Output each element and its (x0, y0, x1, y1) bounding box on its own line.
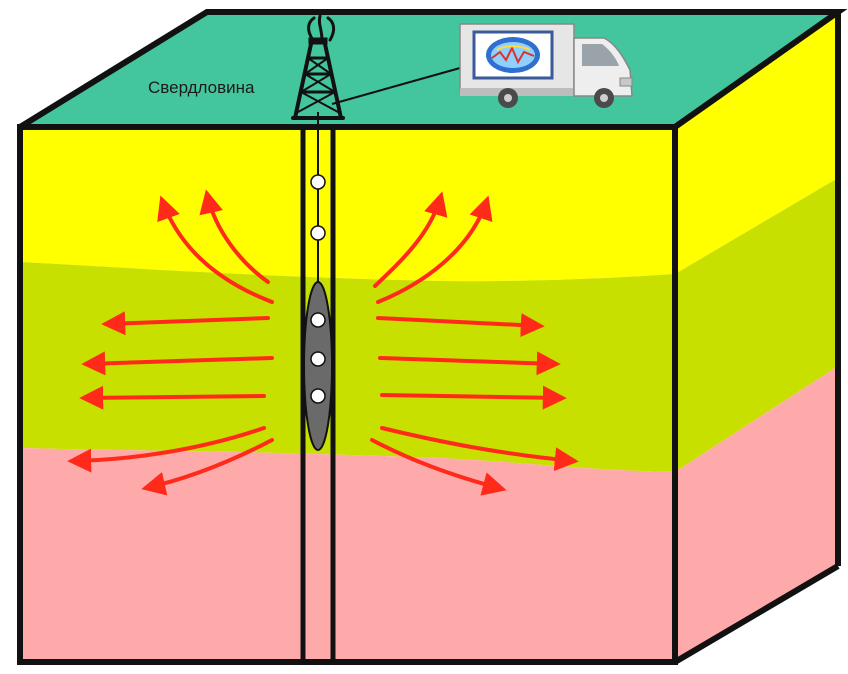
field-arrow (376, 195, 493, 304)
front-lower-layer (20, 448, 675, 662)
field-arrows (67, 189, 579, 496)
borehole (300, 112, 336, 662)
block-outline (17, 9, 848, 665)
field-arrow (380, 426, 579, 472)
field-arrow (67, 426, 266, 473)
field-arrow (378, 351, 561, 376)
cable-sensor (310, 225, 326, 241)
field-arrow (370, 438, 507, 496)
field-arrow (101, 311, 270, 336)
field-arrow (376, 313, 545, 338)
block-front-face (20, 127, 675, 662)
drilling-rig-icon (291, 14, 345, 120)
field-arrow (199, 189, 270, 284)
top-surface (18, 12, 838, 125)
probe-sensor (310, 388, 326, 404)
well-label: Свердловина (148, 78, 255, 97)
front-middle-layer (20, 262, 675, 472)
side-middle-layer (675, 178, 838, 472)
truck-window (582, 44, 619, 66)
front-face-outline (17, 124, 678, 665)
field-arrow (373, 191, 448, 288)
company-logo-icon (486, 37, 540, 73)
probe-sensor (310, 312, 326, 328)
field-arrow (79, 385, 266, 410)
field-arrow (380, 385, 567, 410)
bottom-edge-outline (673, 563, 840, 665)
top-edge-outline (18, 9, 848, 130)
cable-sensor (310, 174, 326, 190)
side-upper-layer (675, 12, 838, 274)
logging-truck-icon (459, 23, 633, 108)
field-arrow (157, 195, 274, 304)
probe-sensor (310, 351, 326, 367)
surface-cable (331, 67, 461, 105)
field-arrow (141, 438, 274, 496)
front-upper-layer (20, 127, 675, 282)
field-arrow (81, 351, 274, 376)
